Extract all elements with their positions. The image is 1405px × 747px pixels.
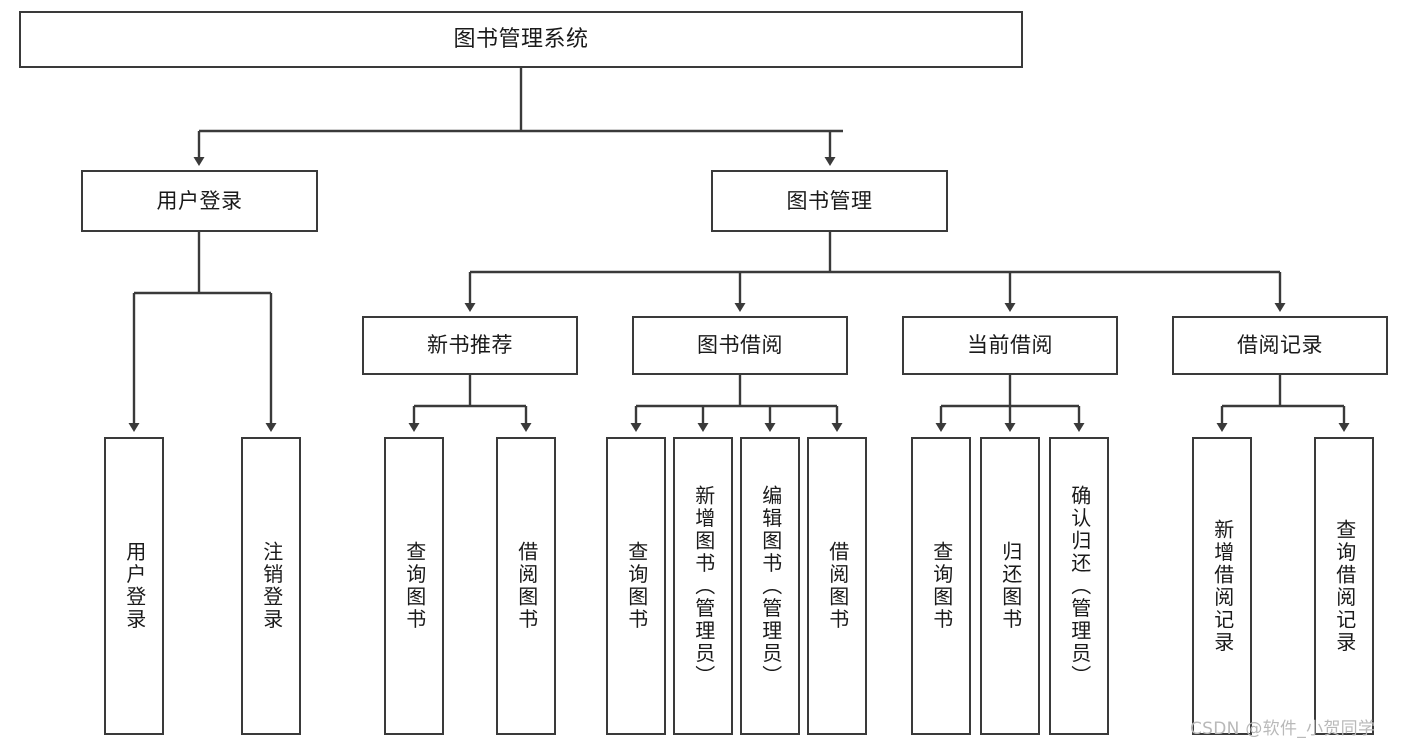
node-borrowing-records[interactable]: 借阅记录	[1172, 316, 1388, 375]
node-leaf-add-book[interactable]: 新增图书（管理员）	[673, 437, 733, 735]
node-label: 当前借阅	[967, 333, 1053, 358]
node-new-book-recommendation[interactable]: 新书推荐	[362, 316, 578, 375]
node-leaf-query-book-2[interactable]: 查询图书	[606, 437, 666, 735]
node-label: 归还图书	[998, 541, 1023, 631]
node-book-management-system[interactable]: 图书管理系统	[19, 11, 1023, 68]
node-label: 新增图书（管理员）	[691, 484, 716, 688]
csdn-watermark: CSDN @软件_小贺同学	[1190, 719, 1376, 739]
node-label: 确认归还（管理员）	[1067, 484, 1092, 688]
node-leaf-confirm-return[interactable]: 确认归还（管理员）	[1049, 437, 1109, 735]
node-label: 借阅记录	[1237, 333, 1323, 358]
node-leaf-user-login[interactable]: 用户登录	[104, 437, 164, 735]
node-label: 查询图书	[402, 541, 427, 631]
node-label: 查询图书	[624, 541, 649, 631]
node-leaf-return-book[interactable]: 归还图书	[980, 437, 1040, 735]
node-label: 借阅图书	[825, 541, 850, 631]
node-label: 注销登录	[259, 541, 284, 631]
node-leaf-query-book-1[interactable]: 查询图书	[384, 437, 444, 735]
node-leaf-query-record[interactable]: 查询借阅记录	[1314, 437, 1374, 735]
node-label: 借阅图书	[514, 541, 539, 631]
node-user-login[interactable]: 用户登录	[81, 170, 318, 232]
node-leaf-add-record[interactable]: 新增借阅记录	[1192, 437, 1252, 735]
node-label: 新书推荐	[427, 333, 513, 358]
node-label: 查询图书	[929, 541, 954, 631]
node-label: 用户登录	[156, 188, 243, 213]
node-current-borrowing[interactable]: 当前借阅	[902, 316, 1118, 375]
node-label: 用户登录	[122, 541, 147, 631]
node-leaf-edit-book[interactable]: 编辑图书（管理员）	[740, 437, 800, 735]
node-book-management[interactable]: 图书管理	[711, 170, 948, 232]
node-leaf-borrow-book-2[interactable]: 借阅图书	[807, 437, 867, 735]
node-label: 图书管理	[786, 188, 873, 213]
node-book-borrowing[interactable]: 图书借阅	[632, 316, 848, 375]
node-label: 图书借阅	[697, 333, 783, 358]
node-leaf-borrow-book-1[interactable]: 借阅图书	[496, 437, 556, 735]
node-leaf-logout[interactable]: 注销登录	[241, 437, 301, 735]
node-label: 新增借阅记录	[1210, 518, 1235, 654]
node-label: 查询借阅记录	[1332, 518, 1357, 654]
node-leaf-query-book-3[interactable]: 查询图书	[911, 437, 971, 735]
node-label: 编辑图书（管理员）	[758, 484, 783, 688]
node-label: 图书管理系统	[453, 26, 589, 52]
